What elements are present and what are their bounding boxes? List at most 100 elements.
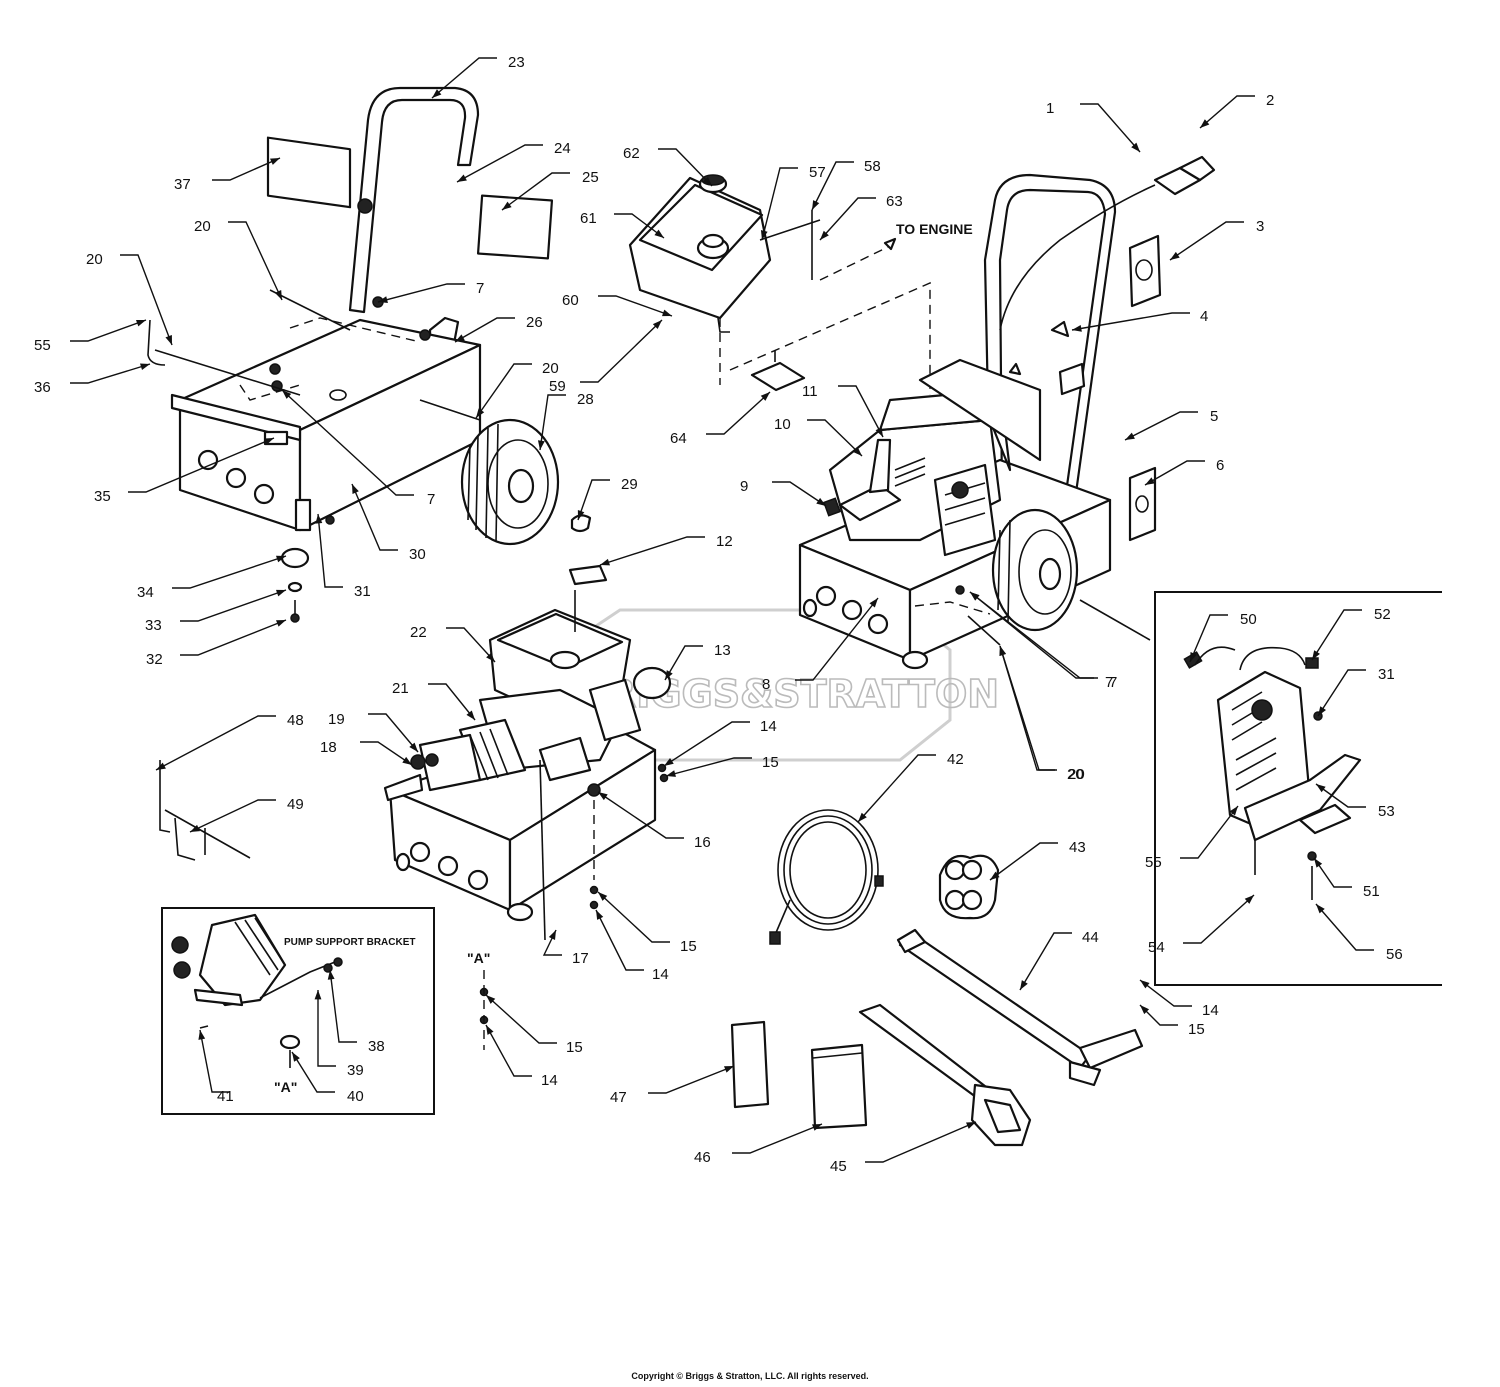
callout-leader-line xyxy=(212,157,281,181)
callout-15: 15 xyxy=(485,994,583,1056)
a-marker-inset: "A" xyxy=(274,1079,297,1095)
callout-number: 14 xyxy=(1202,1002,1219,1019)
callout-arrowhead xyxy=(1200,119,1210,128)
callout-number: 41 xyxy=(217,1088,234,1105)
callout-leader-line xyxy=(732,1123,823,1154)
callout-2: 2 xyxy=(1199,92,1274,129)
callout-6: 6 xyxy=(1144,457,1224,486)
callout-arrowhead xyxy=(812,200,820,210)
callout-leader-line xyxy=(1199,95,1255,129)
callout-leader-line xyxy=(1139,979,1192,1007)
callout-arrowhead xyxy=(816,497,826,506)
callout-leader-line xyxy=(1189,614,1228,663)
callout-number: 62 xyxy=(623,145,640,162)
callout-52: 52 xyxy=(1311,606,1391,661)
callout-arrowhead xyxy=(276,620,286,627)
callout-number: 17 xyxy=(572,950,589,967)
callout-number: 63 xyxy=(886,193,903,210)
callout-leader-line xyxy=(539,394,566,451)
callout-8: 8 xyxy=(762,597,879,693)
callout-leader-line xyxy=(1080,103,1141,153)
callout-49: 49 xyxy=(189,796,304,833)
callout-number: 36 xyxy=(34,379,51,396)
callout-51: 51 xyxy=(1313,857,1380,900)
callout-59: 59 xyxy=(549,319,663,395)
callout-arrowhead xyxy=(1244,895,1254,904)
callout-number: 64 xyxy=(670,430,687,447)
callout-number: 9 xyxy=(740,478,748,495)
callout-number: 39 xyxy=(347,1062,364,1079)
callout-arrowhead xyxy=(314,990,322,1000)
callout-48: 48 xyxy=(155,712,304,771)
callout-12: 12 xyxy=(599,533,733,566)
callout-35: 35 xyxy=(94,437,275,505)
callout-leader-line xyxy=(598,295,673,317)
callout-leader-line xyxy=(807,419,863,457)
callout-leader-line xyxy=(189,799,276,833)
callout-arrowhead xyxy=(999,646,1007,656)
callout-leader-line xyxy=(120,254,173,346)
callout-arrowhead xyxy=(409,742,418,752)
callout-number: 31 xyxy=(354,583,371,600)
callout-number: 20 xyxy=(1068,766,1085,783)
callout-arrowhead xyxy=(598,892,608,901)
copyright-notice: Copyright © Briggs & Stratton, LLC. All … xyxy=(631,1371,869,1381)
callout-15: 15 xyxy=(597,891,697,955)
callout-leader-line xyxy=(70,319,147,342)
callout-number: 14 xyxy=(652,966,669,983)
callout-leader-line xyxy=(706,391,771,435)
callout-58: 58 xyxy=(811,158,881,211)
callout-55: 55 xyxy=(34,319,147,354)
callout-leader-line xyxy=(1315,903,1374,951)
callout-number: 29 xyxy=(621,476,638,493)
callout-leader-line xyxy=(1315,783,1366,808)
callout-arrowhead xyxy=(760,392,770,401)
callout-arrowhead xyxy=(276,589,286,597)
callout-arrowhead xyxy=(136,319,146,327)
callout-leader-line xyxy=(865,1121,977,1163)
callout-number: 61 xyxy=(580,210,597,227)
callout-41: 41 xyxy=(198,1029,234,1105)
callout-13: 13 xyxy=(664,642,731,681)
callout-55: 55 xyxy=(1145,805,1239,871)
callout-leader-line xyxy=(1019,932,1072,991)
callout-arrowhead xyxy=(1229,806,1238,816)
to-engine-label: TO ENGINE xyxy=(896,221,973,237)
callout-46: 46 xyxy=(694,1123,823,1166)
callout-number: 28 xyxy=(577,391,594,408)
callout-44: 44 xyxy=(1019,929,1099,991)
callout-60: 60 xyxy=(562,292,673,317)
callout-leader-line xyxy=(819,197,876,241)
callout-arrowhead xyxy=(966,1122,976,1129)
callout-arrowhead xyxy=(654,229,664,238)
callout-number: 7 xyxy=(1105,674,1113,691)
callout-arrowhead xyxy=(869,598,878,608)
callout-leader-line xyxy=(377,283,465,303)
callout-14: 14 xyxy=(1139,979,1219,1019)
callout-number: 15 xyxy=(762,754,779,771)
callout-18: 18 xyxy=(320,739,413,766)
callout-23: 23 xyxy=(431,54,525,99)
callout-43: 43 xyxy=(989,839,1086,881)
callout-arrowhead xyxy=(1170,251,1180,260)
callout-number: 3 xyxy=(1256,218,1264,235)
callout-leader-line xyxy=(772,481,827,507)
callout-number: 20 xyxy=(1067,766,1084,783)
callout-number: 20 xyxy=(542,360,559,377)
callout-number: 49 xyxy=(287,796,304,813)
callout-leader-line xyxy=(281,389,414,496)
callout-number: 56 xyxy=(1386,946,1403,963)
callout-leader-line xyxy=(428,683,476,721)
callout-number: 44 xyxy=(1082,929,1099,946)
callout-45: 45 xyxy=(830,1121,977,1175)
callout-number: 20 xyxy=(86,251,103,268)
callout-leader-line xyxy=(1139,1004,1178,1026)
callout-leader-line xyxy=(360,741,413,766)
callout-number: 30 xyxy=(409,546,426,563)
callout-14: 14 xyxy=(595,909,669,983)
callout-leader-line xyxy=(1317,669,1366,717)
callout-arrowhead xyxy=(724,1066,734,1073)
callout-number: 11 xyxy=(802,383,818,400)
callout-leader-line xyxy=(663,721,750,767)
callout-39: 39 xyxy=(314,990,364,1079)
